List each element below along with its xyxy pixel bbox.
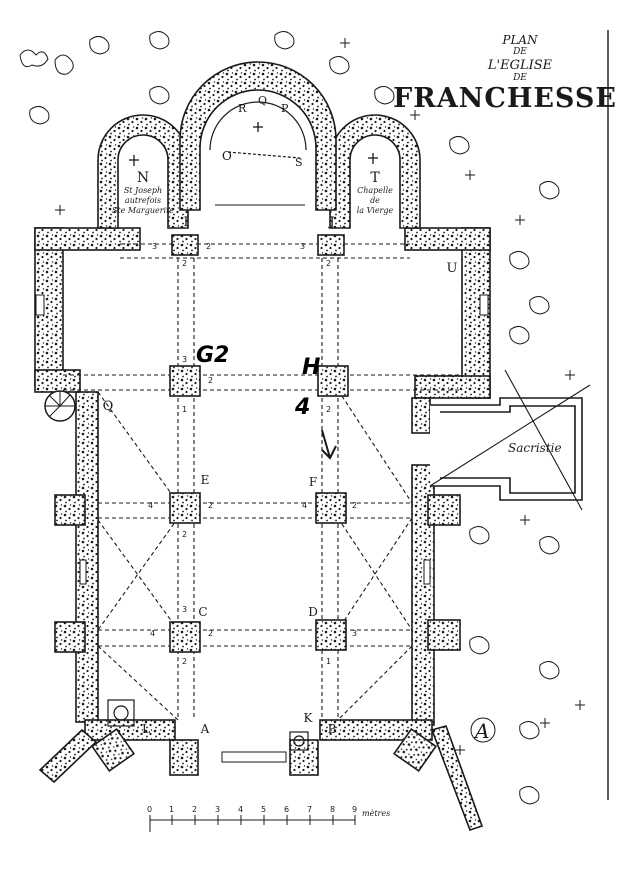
svg-text:2: 2 [182, 259, 187, 268]
title-line-1: PLAN [502, 33, 538, 47]
svg-text:2: 2 [208, 629, 213, 638]
svg-text:4: 4 [302, 501, 307, 510]
piers [169, 234, 349, 653]
svg-text:3: 3 [300, 242, 305, 251]
svg-text:6: 6 [284, 805, 289, 814]
svg-text:2: 2 [208, 501, 213, 510]
letter-q: Q [103, 399, 114, 414]
title-line-2: DE [513, 47, 527, 57]
letter-a: A [200, 722, 210, 736]
annotation-4: 4 [294, 395, 310, 420]
letter-b: B [328, 722, 337, 736]
annotation-g2: G2 [196, 343, 229, 368]
chapel-right-letter: T [370, 170, 380, 186]
svg-text:2: 2 [206, 242, 211, 251]
letter-d: D [308, 605, 318, 619]
svg-text:4: 4 [238, 805, 243, 814]
annotation-arrow [321, 429, 337, 460]
chapel-right [329, 114, 421, 229]
apse-letter-r: R [238, 102, 247, 115]
plus-marks [55, 38, 585, 755]
svg-text:0: 0 [147, 805, 152, 814]
letter-u: U [447, 261, 458, 276]
svg-text:2: 2 [192, 805, 197, 814]
svg-text:2: 2 [182, 530, 187, 539]
apse-letter-p: P [281, 102, 289, 115]
svg-text:9: 9 [352, 805, 357, 814]
letter-c: C [198, 605, 207, 619]
front-buttress-lines [38, 725, 484, 832]
monogram: A [473, 719, 489, 743]
letter-l: L [142, 722, 150, 736]
svg-text:2: 2 [352, 501, 357, 510]
svg-text:2: 2 [182, 657, 187, 666]
svg-text:5: 5 [261, 805, 266, 814]
svg-text:3: 3 [182, 355, 187, 364]
chapel-left-name-2: autrefois [125, 196, 161, 205]
svg-text:1: 1 [326, 657, 331, 666]
sacristie-label: Sacristie [508, 441, 562, 455]
svg-text:4: 4 [150, 629, 155, 638]
svg-text:1: 1 [169, 805, 174, 814]
apse-letter-q: Q [258, 94, 267, 107]
annotation-h: H [302, 355, 320, 380]
chapel-right-name-1: Chapelle [357, 186, 393, 195]
bay-numbers: 3 2 2 3 2 3 1 2 2 4 2 2 4 2 3 4 2 2 3 1 [148, 242, 357, 666]
chapel-left-name-1: St Joseph [124, 186, 162, 195]
apse-letter-s: S [295, 156, 303, 169]
walls [34, 227, 491, 776]
fonts [107, 699, 309, 751]
entrance-step [221, 751, 287, 763]
spiral-stair [44, 390, 76, 422]
cross-marks [129, 122, 378, 166]
sacristy [429, 369, 591, 511]
svg-text:8: 8 [330, 805, 335, 814]
chapel-left-letter: N [137, 170, 149, 186]
scale-unit: mètres [362, 809, 390, 818]
apse [179, 61, 337, 211]
title-line-3: L'EGLISE [487, 58, 553, 73]
svg-text:3: 3 [215, 805, 220, 814]
svg-text:3: 3 [182, 605, 187, 614]
scale-ticks: 0 1 2 3 4 5 6 7 8 9 [147, 805, 357, 814]
chapel-right-name-3: la Vierge [357, 206, 394, 215]
tree-scribbles [19, 31, 560, 805]
title-line-4: DE [513, 73, 527, 83]
title-line-5: FRANCHESSE [393, 83, 617, 114]
chapel-left-name-3: Ste Marguerite [112, 206, 174, 215]
svg-text:3: 3 [152, 242, 157, 251]
scale-bar [149, 815, 356, 832]
svg-text:2: 2 [326, 405, 331, 414]
vault-grid [63, 243, 462, 721]
apse-letter-o: O [222, 149, 232, 163]
svg-text:2: 2 [326, 259, 331, 268]
letter-j: J [327, 215, 334, 230]
svg-text:7: 7 [307, 805, 312, 814]
chapel-right-name-2: de [370, 196, 380, 205]
svg-text:2: 2 [208, 376, 213, 385]
letter-i: I [183, 215, 188, 230]
letter-k: K [304, 711, 314, 725]
letter-e: E [201, 473, 210, 487]
windows [35, 294, 489, 585]
letter-f: F [309, 475, 317, 489]
svg-text:1: 1 [182, 405, 187, 414]
svg-text:3: 3 [352, 629, 357, 638]
svg-text:4: 4 [148, 501, 153, 510]
plan-title: PLAN DE L'EGLISE DE FRANCHESSE [393, 33, 620, 114]
